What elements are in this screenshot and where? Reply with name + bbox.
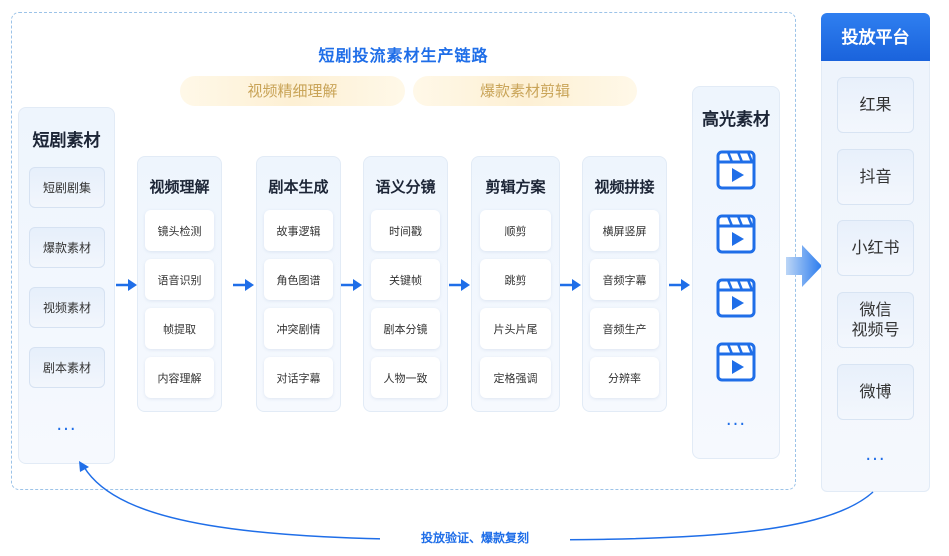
video-play-icon [716, 150, 756, 190]
video-play-icon [716, 278, 756, 318]
stage-item: 横屏竖屏 [590, 210, 659, 251]
stage-item: 片头片尾 [480, 308, 551, 349]
stage-item: 跳剪 [480, 259, 551, 300]
flow-arrow-icon [669, 279, 690, 291]
platform-item: 微信 视频号 [837, 292, 914, 348]
platform-item: 小红书 [837, 220, 914, 276]
video-play-icon [716, 214, 756, 254]
platform-item: 微博 [837, 364, 914, 420]
stage-item: 音频字幕 [590, 259, 659, 300]
flow-arrow-icon [116, 279, 137, 291]
flow-arrow-icon [233, 279, 254, 291]
highlight-column: 高光素材 ... [692, 86, 780, 459]
stage-title: 视频拼接 [594, 178, 655, 196]
stage-item: 对话字幕 [264, 357, 333, 398]
stage-item: 内容理解 [145, 357, 214, 398]
stage-item: 定格强调 [480, 357, 551, 398]
pipeline-title: 短剧投流素材生产链路 [318, 46, 489, 65]
stage-title: 剧本生成 [268, 178, 329, 196]
source-column: 短剧素材 ... [18, 107, 115, 464]
stage-item: 剧本分镜 [371, 308, 440, 349]
highlight-title: 高光素材 [702, 110, 770, 130]
stage-item: 镜头检测 [145, 210, 214, 251]
flow-arrow-icon [341, 279, 362, 291]
stage-item: 故事逻辑 [264, 210, 333, 251]
stage-item: 顺剪 [480, 210, 551, 251]
stage-item: 分辨率 [590, 357, 659, 398]
video-play-icon [716, 342, 756, 382]
feedback-loop-label: 投放验证、爆款复刻 [380, 529, 570, 546]
source-item: 视频素材 [29, 287, 105, 328]
source-more: ... [56, 414, 77, 435]
stage-title: 剪辑方案 [485, 178, 546, 196]
stage-item: 帧提取 [145, 308, 214, 349]
source-item: 爆款素材 [29, 227, 105, 268]
stage-item: 音频生产 [590, 308, 659, 349]
flow-arrow-icon [449, 279, 470, 291]
source-item: 短剧剧集 [29, 167, 105, 208]
big-arrow-icon [786, 245, 822, 287]
platform-title: 投放平台 [821, 13, 930, 61]
phase-pill-understanding: 视频精细理解 [180, 76, 405, 106]
stage-item: 时间戳 [371, 210, 440, 251]
stage-item: 冲突剧情 [264, 308, 333, 349]
stage-item: 角色图谱 [264, 259, 333, 300]
stage-item: 语音识别 [145, 259, 214, 300]
source-item: 剧本素材 [29, 347, 105, 388]
phase-pill-editing: 爆款素材剪辑 [413, 76, 637, 106]
stage-title: 语义分镜 [375, 178, 436, 196]
stage-item: 人物一致 [371, 357, 440, 398]
platform-more: ... [865, 444, 886, 465]
platform-item: 抖音 [837, 149, 914, 205]
highlight-more: ... [725, 409, 747, 430]
stage-item: 关键帧 [371, 259, 440, 300]
platform-item: 红果 [837, 77, 914, 133]
source-column-title: 短剧素材 [32, 131, 101, 151]
stage-title: 视频理解 [149, 178, 210, 196]
flow-arrow-icon [560, 279, 581, 291]
